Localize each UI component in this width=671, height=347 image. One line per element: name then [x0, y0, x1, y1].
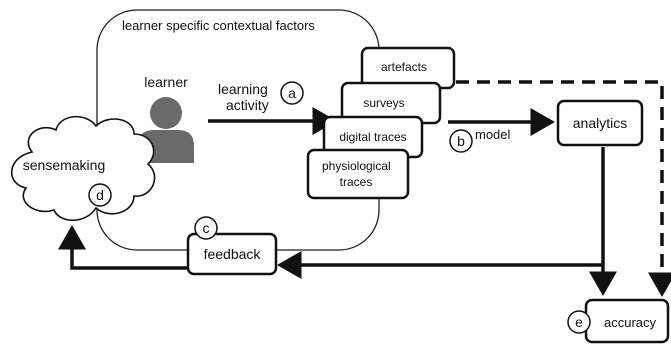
svg-text:a: a: [288, 85, 296, 101]
marker-b: b: [449, 129, 473, 153]
model-label: model: [475, 127, 511, 142]
marker-a: a: [280, 81, 304, 105]
svg-text:analytics: analytics: [573, 115, 627, 131]
feedback-box: feedback: [186, 232, 278, 276]
digital-traces-card: digital traces: [322, 115, 424, 159]
physiological-traces-card: physiological traces: [306, 148, 410, 200]
marker-e: e: [567, 310, 591, 334]
svg-text:accuracy: accuracy: [604, 315, 657, 330]
context-label: learner specific contextual factors: [122, 18, 315, 33]
analytics-box: analytics: [556, 99, 644, 147]
sensemaking-label: sensemaking: [23, 157, 106, 173]
svg-text:e: e: [575, 314, 583, 330]
svg-text:artefacts: artefacts: [381, 60, 427, 74]
feedback-to-sensemaking-arrow: [58, 225, 188, 270]
learning-activity-label: learning activity: [218, 81, 272, 113]
svg-text:feedback: feedback: [204, 246, 262, 262]
artefacts-card: artefacts: [360, 46, 456, 90]
svg-text:c: c: [203, 220, 210, 236]
svg-text:surveys: surveys: [363, 96, 404, 110]
sensemaking-cloud: [10, 115, 156, 222]
svg-text:digital traces: digital traces: [339, 130, 406, 144]
marker-d: d: [88, 183, 112, 207]
marker-c: c: [194, 216, 218, 240]
accuracy-box: accuracy: [584, 298, 670, 344]
svg-text:physiological traces: physiological traces: [322, 159, 394, 189]
artefacts-to-accuracy-dashed-arrow: [456, 80, 671, 297]
learner-label: learner: [144, 74, 188, 90]
svg-text:d: d: [96, 187, 104, 203]
svg-text:b: b: [457, 133, 465, 149]
